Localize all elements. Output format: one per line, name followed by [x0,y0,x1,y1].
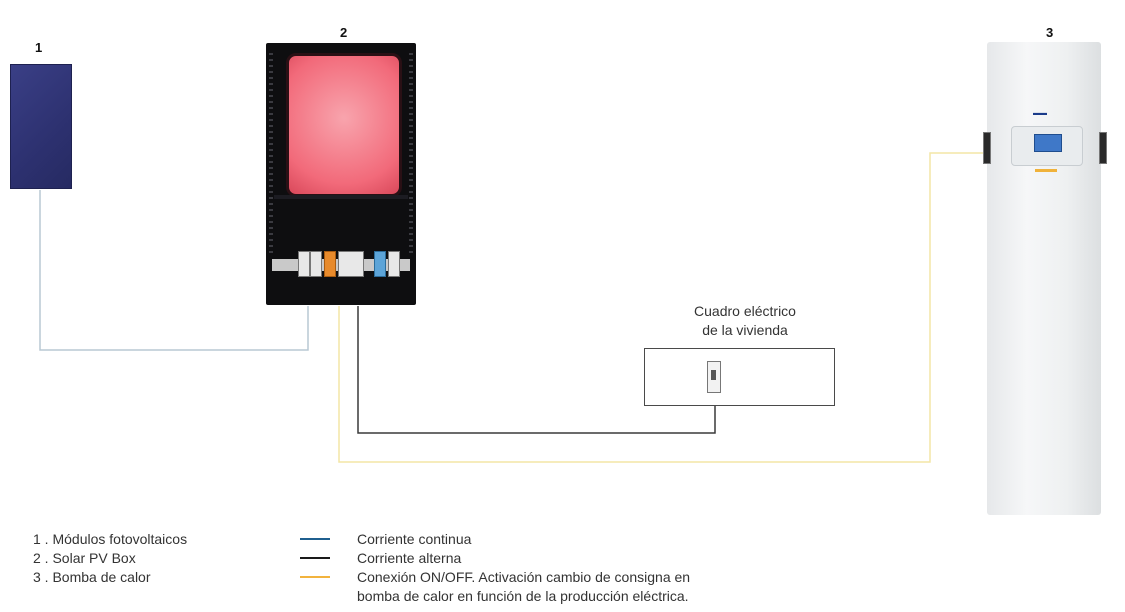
line-legend: Corriente continua Corriente alterna Con… [300,530,690,606]
onoff-wire [338,152,985,463]
breaker-icon [707,361,721,393]
heat-pump-number: 3 [1046,25,1054,40]
right-handle [1099,132,1107,164]
house-panel-label-line1: Cuadro eléctrico [694,303,796,319]
pv-box-number: 2 [340,25,348,40]
right-vent [409,53,413,253]
dc-wire [39,190,309,351]
brand-logo: ▬▬ [1033,110,1047,117]
breaker [338,251,364,277]
control-panel [1011,126,1083,166]
legend-line-onoff: Conexión ON/OFF. Activación cambio de co… [300,568,690,587]
legend-line-label: Corriente alterna [357,550,462,566]
legend-item: 2 . Solar PV Box [33,550,136,566]
legend-line-ac: Corriente alterna [300,549,690,568]
pv-box-display [286,53,402,197]
legend-line-continuation: bomba de calor en función de la producci… [357,588,689,604]
left-handle [983,132,991,164]
pv-box-rail [274,195,408,199]
breaker [324,251,336,277]
legend-item: 1 . Módulos fotovoltaicos [33,531,188,547]
legend-line-label: Conexión ON/OFF. Activación cambio de co… [357,569,691,585]
heat-pump-unit: ▬▬ [983,42,1107,515]
breaker [374,251,386,277]
pv-modules-number: 1 [35,40,43,55]
ac-line-swatch [300,557,330,559]
pv-module-panel [10,64,72,189]
solar-pv-box [266,43,416,305]
house-panel-label-line2: de la vivienda [702,322,788,338]
component-legend: 1 . Módulos fotovoltaicos 2 . Solar PV B… [33,530,187,587]
dc-line-swatch [300,538,330,540]
house-panel-label: Cuadro eléctrico de la vivienda [655,302,835,340]
legend-line-dc: Corriente continua [300,530,690,549]
breaker [310,251,322,277]
ac-wire [357,306,716,434]
breaker [388,251,400,277]
lcd-screen [1034,134,1062,152]
legend-line-label: Corriente continua [357,531,472,547]
onoff-line-swatch [300,576,330,578]
legend-item: 3 . Bomba de calor [33,569,151,585]
house-electrical-panel [644,348,835,406]
breaker [298,251,310,277]
left-vent [269,53,273,253]
status-strip [1035,169,1057,172]
